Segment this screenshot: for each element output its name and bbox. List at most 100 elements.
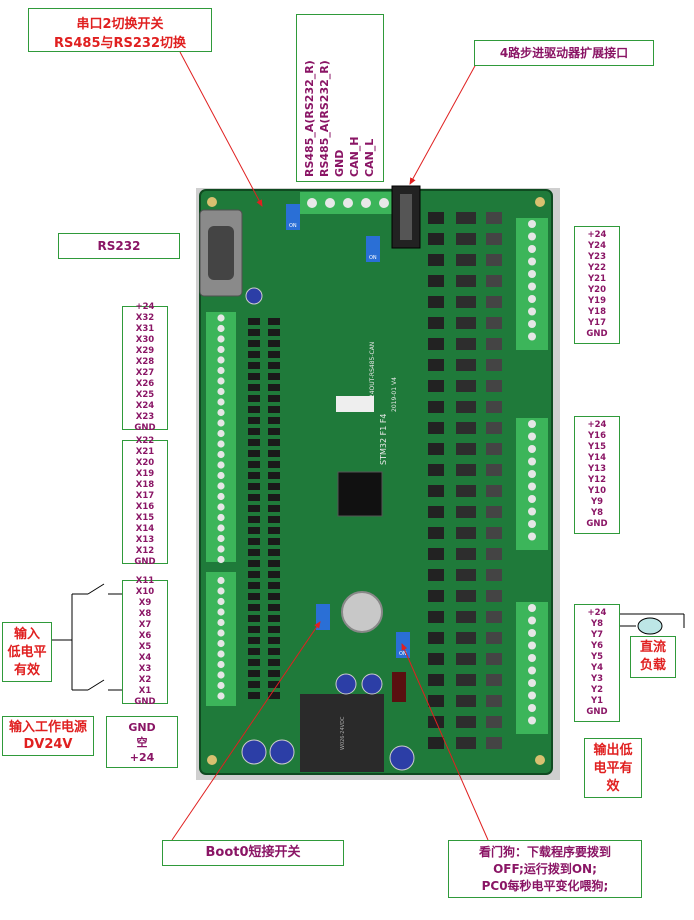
output-driver [456, 296, 476, 308]
pin-label: +24 [587, 420, 607, 430]
output-driver [486, 338, 502, 350]
pin-label: X32 [135, 313, 155, 323]
dip-switch-boot0 [316, 604, 330, 630]
output-driver [486, 569, 502, 581]
terminal-screw [217, 450, 225, 459]
optocoupler [248, 494, 260, 501]
can-pin-label: CAN_L [363, 138, 376, 177]
input-optocouplers [248, 318, 280, 699]
boot0-label: Boot0短接开关 [205, 845, 301, 860]
capacitor [389, 745, 415, 771]
optocoupler [268, 483, 280, 490]
capacitor [241, 739, 267, 765]
terminal-screw [217, 387, 225, 396]
optocoupler [268, 373, 280, 380]
optocoupler [248, 472, 260, 479]
terminal-screw [217, 398, 225, 406]
pin-label: X1 [138, 686, 152, 696]
output-driver [456, 569, 476, 581]
serial-switch-line2: RS485与RS232切换 [53, 36, 187, 51]
output-driver [486, 611, 502, 623]
output-low-line: 电平有 [593, 761, 633, 776]
output-driver [456, 422, 476, 434]
power-pin-label: GND [128, 721, 156, 734]
pin-label: GND [586, 707, 608, 717]
optocoupler [268, 692, 280, 699]
output-driver [428, 548, 444, 560]
output-driver [456, 338, 476, 350]
fuse [392, 672, 406, 702]
terminal-screw [528, 532, 536, 541]
stepper-header-slot [400, 194, 412, 240]
mount-hole [535, 755, 545, 765]
pin-label: X24 [135, 401, 155, 411]
optocoupler [268, 648, 280, 655]
output-driver [456, 254, 476, 266]
arrow-serial-switch [179, 51, 263, 207]
pin-label: Y21 [588, 274, 606, 284]
terminal-screw [217, 629, 225, 637]
board-silkscreen: STM32 F1 F4 [379, 413, 388, 465]
input-low-line: 输入 [13, 627, 40, 642]
optocoupler [268, 516, 280, 523]
optocoupler [268, 461, 280, 468]
optocoupler [248, 692, 260, 699]
watchdog-line: OFF;运行拨到ON; [493, 862, 597, 876]
pin-label: X30 [135, 335, 155, 345]
pin-label: GND [134, 557, 156, 567]
optocoupler [248, 384, 260, 391]
can-pin-label: RS485_A(RS232_R) [318, 60, 331, 177]
output-driver [428, 212, 444, 224]
pin-label: X26 [135, 379, 155, 389]
pin-label: Y24 [588, 241, 606, 251]
output-driver [428, 233, 444, 245]
mount-hole [207, 755, 217, 765]
pin-label: +24 [587, 608, 607, 618]
output-driver [428, 254, 444, 266]
serial-switch-callout: 串口2切换开关 RS485与RS232切换 [28, 8, 212, 52]
terminal-screw [217, 639, 225, 648]
optocoupler [268, 571, 280, 578]
optocoupler [268, 406, 280, 413]
output-driver [486, 401, 502, 413]
left-terminal-screws [217, 314, 225, 700]
output-driver [456, 716, 476, 728]
optocoupler [248, 439, 260, 446]
output-driver [456, 632, 476, 644]
mcu-chip [337, 471, 383, 517]
y-lower-pins: +24 Y8 Y7 Y6 Y5 Y4 Y3 Y2 Y1 GND [574, 604, 620, 722]
output-driver [456, 695, 476, 707]
terminal-screw [217, 314, 225, 322]
pin-label: X18 [135, 480, 155, 490]
optocoupler [268, 560, 280, 567]
pin-label: GND [586, 329, 608, 339]
terminal-screw [528, 457, 536, 466]
pin-label: X25 [135, 390, 155, 400]
boot0-callout: Boot0短接开关 [162, 840, 344, 866]
power-pins-callout: GND 空 +24 [106, 716, 178, 768]
output-driver [428, 695, 444, 707]
output-driver [428, 317, 444, 329]
optocoupler [248, 417, 260, 424]
terminal-screw [217, 429, 225, 438]
terminal-screw [528, 232, 536, 241]
output-driver [428, 674, 444, 686]
terminal-screw [217, 377, 225, 385]
pin-label: Y14 [588, 453, 606, 463]
pin-label: Y8 [590, 508, 604, 518]
output-driver [428, 422, 444, 434]
pin-label: +24 [587, 230, 607, 240]
power-pin-label: +24 [129, 751, 155, 764]
pin-label: X5 [138, 642, 152, 652]
optocoupler [248, 461, 260, 468]
switch-label: ON [369, 255, 377, 261]
pin-label: X14 [135, 524, 155, 534]
stepper-port-callout: 4路步进驱动器扩展接口 [474, 40, 654, 66]
pin-label: X27 [135, 368, 155, 378]
y-middle-pins: +24 Y16 Y15 Y14 Y13 Y12 Y10 Y9 Y8 GND [574, 416, 620, 534]
mount-hole [535, 197, 545, 207]
pin-label: X6 [138, 631, 152, 641]
pin-label: X19 [135, 469, 155, 479]
arrow-watchdog [401, 643, 489, 841]
terminal-screw [528, 716, 536, 725]
